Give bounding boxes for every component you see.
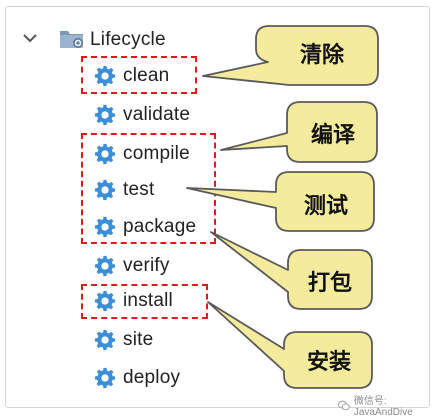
phase-clean[interactable]: clean — [94, 62, 169, 90]
phase-label: test — [123, 179, 155, 200]
phase-install[interactable]: install — [94, 287, 173, 315]
callout-install-text: 安装 — [306, 350, 351, 375]
highlight-clean — [81, 56, 197, 94]
gear-icon — [94, 104, 116, 126]
highlight-compile-test-package — [81, 133, 216, 244]
phase-label: validate — [123, 104, 191, 125]
callout-compile-text: 编译 — [310, 123, 355, 148]
tree-root-lifecycle[interactable]: Lifecycle — [90, 26, 166, 54]
watermark-text: 微信号: JavaAndDive — [353, 396, 413, 418]
folder-icon — [60, 31, 83, 48]
phase-label: package — [123, 216, 197, 237]
watermark: 微信号: JavaAndDive — [338, 392, 440, 418]
phase-label: deploy — [123, 367, 181, 388]
gear-icon — [94, 329, 116, 351]
phase-label: install — [123, 290, 173, 311]
phase-deploy[interactable]: deploy — [94, 364, 180, 392]
gear-icon — [94, 255, 116, 277]
callout-clean-text: 清除 — [299, 43, 344, 68]
phase-test[interactable]: test — [94, 176, 154, 204]
phase-label: compile — [123, 143, 190, 164]
highlight-install — [81, 284, 208, 319]
phase-label: verify — [123, 255, 170, 276]
phase-label: site — [123, 329, 154, 350]
phase-compile[interactable]: compile — [94, 140, 190, 168]
phase-validate[interactable]: validate — [94, 101, 190, 129]
phase-label: clean — [123, 65, 170, 86]
wechat-icon — [338, 400, 350, 410]
phase-package[interactable]: package — [94, 213, 196, 241]
chevron-down-icon[interactable] — [22, 30, 38, 46]
phase-verify[interactable]: verify — [94, 252, 170, 280]
tree-root-label: Lifecycle — [90, 29, 166, 50]
callout-package-text: 打包 — [307, 271, 352, 296]
gear-icon — [94, 367, 116, 389]
phase-site[interactable]: site — [94, 326, 153, 354]
callout-test-text: 测试 — [303, 194, 348, 219]
